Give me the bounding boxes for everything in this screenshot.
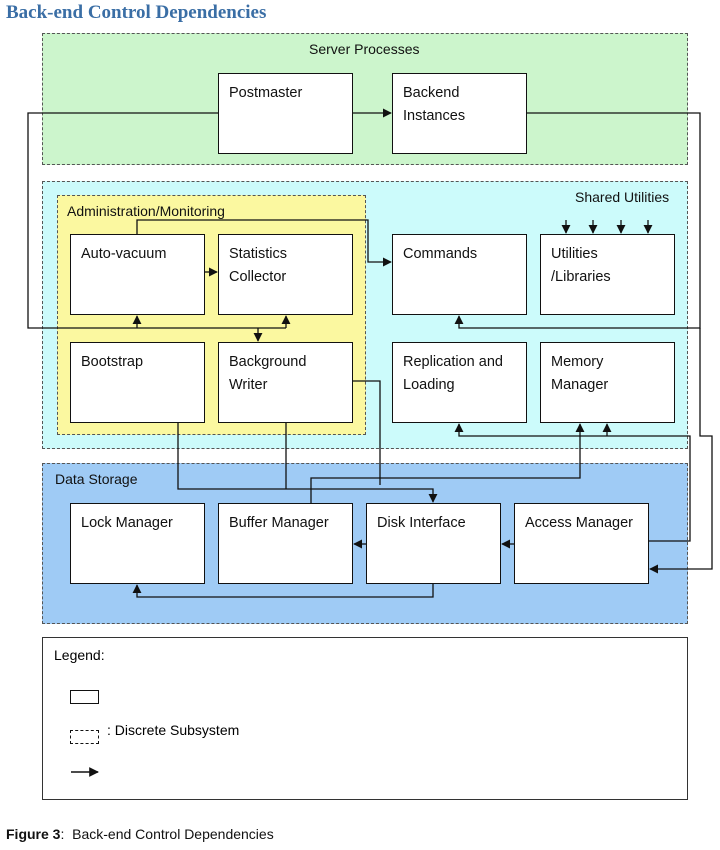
auto-vacuum-label: Auto-vacuum xyxy=(81,246,167,262)
replication-loading-box: Replication and Loading xyxy=(392,342,527,423)
bootstrap-label: Bootstrap xyxy=(81,354,144,370)
background-writer-label-line2: Writer xyxy=(229,377,268,393)
background-writer-box: Background Writer xyxy=(218,342,353,423)
auto-vacuum-box: Auto-vacuum xyxy=(70,234,205,315)
figure-caption-text: : Back-end Control Dependencies xyxy=(60,826,274,842)
utilities-libraries-label-line1: Utilities xyxy=(551,246,598,262)
server-processes-label: Server Processes xyxy=(309,41,420,57)
legend-component-symbol xyxy=(70,690,99,704)
disk-interface-label: Disk Interface xyxy=(377,515,466,531)
commands-label: Commands xyxy=(403,246,478,262)
legend-panel: Legend: : Discrete Subsystem xyxy=(42,637,688,800)
memory-manager-box: Memory Manager xyxy=(540,342,675,423)
background-writer-label-line1: Background xyxy=(229,354,307,370)
legend-subsystem-label: : Discrete Subsystem xyxy=(107,722,240,738)
disk-interface-box: Disk Interface xyxy=(366,503,501,584)
memory-manager-label-line1: Memory xyxy=(551,354,604,370)
backend-instances-label-line2: Instances xyxy=(403,108,466,124)
postmaster-label: Postmaster xyxy=(229,85,303,101)
legend-title: Legend: xyxy=(54,647,105,663)
statistics-collector-label-line1: Statistics xyxy=(229,246,288,262)
lock-manager-box: Lock Manager xyxy=(70,503,205,584)
legend-arrow-symbol xyxy=(71,767,99,777)
data-storage-label: Data Storage xyxy=(55,471,138,487)
diagram-title: Back-end Control Dependencies xyxy=(6,2,267,23)
access-manager-label: Access Manager xyxy=(525,515,633,531)
lock-manager-label: Lock Manager xyxy=(81,515,173,531)
backend-instances-box: Backend Instances xyxy=(392,73,527,154)
legend-subsystem-symbol xyxy=(70,730,99,744)
access-manager-box: Access Manager xyxy=(514,503,649,584)
figure-caption: Figure 3: Back-end Control Dependencies xyxy=(6,826,274,842)
postmaster-box: Postmaster xyxy=(218,73,353,154)
utilities-libraries-label-line2: /Libraries xyxy=(551,269,611,285)
replication-loading-label-line1: Replication and xyxy=(403,354,503,370)
utilities-libraries-box: Utilities /Libraries xyxy=(540,234,675,315)
statistics-collector-box: Statistics Collector xyxy=(218,234,353,315)
backend-instances-label-line1: Backend xyxy=(403,85,460,101)
commands-box: Commands xyxy=(392,234,527,315)
buffer-manager-box: Buffer Manager xyxy=(218,503,353,584)
replication-loading-label-line2: Loading xyxy=(403,377,455,393)
buffer-manager-label: Buffer Manager xyxy=(229,515,329,531)
memory-manager-label-line2: Manager xyxy=(551,377,609,393)
shared-utilities-label: Shared Utilities xyxy=(575,189,670,205)
bootstrap-box: Bootstrap xyxy=(70,342,205,423)
statistics-collector-label-line2: Collector xyxy=(229,269,287,285)
figure-caption-label: Figure 3 xyxy=(6,826,61,842)
administration-monitoring-label: Administration/Monitoring xyxy=(67,203,225,219)
